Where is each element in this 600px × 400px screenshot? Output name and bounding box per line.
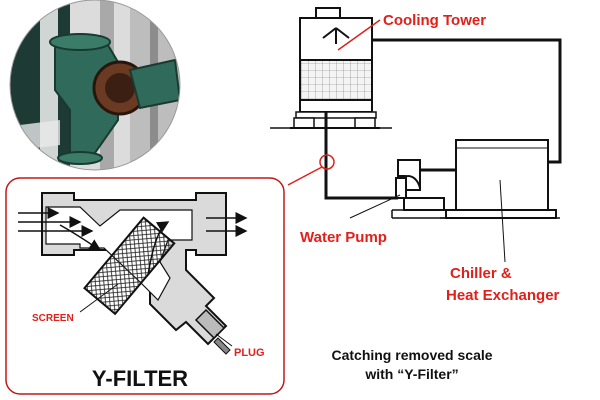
water-pump-label: Water Pump bbox=[300, 229, 387, 246]
cooling-tower bbox=[290, 7, 380, 129]
chiller-label-line2: Heat Exchanger bbox=[446, 287, 560, 304]
plug-label: PLUG bbox=[234, 347, 265, 359]
chiller-label-line1: Chiller & bbox=[450, 265, 512, 282]
cooling-tower-label: Cooling Tower bbox=[383, 12, 486, 29]
filter-location-marker bbox=[319, 154, 335, 170]
water-piping bbox=[324, 38, 562, 200]
installation-photo bbox=[10, 0, 180, 170]
cooling-tower-leader bbox=[337, 19, 381, 51]
caption-line-1: Catching removed scale bbox=[331, 347, 492, 363]
screen-label: SCREEN bbox=[32, 313, 74, 324]
filter-callout-line bbox=[287, 166, 323, 186]
y-filter-title: Y-FILTER bbox=[92, 366, 188, 391]
caption-line-2: with “Y-Filter” bbox=[364, 366, 458, 382]
chiller-leader bbox=[499, 179, 506, 263]
water-pump-leader bbox=[349, 194, 401, 219]
chiller-unit bbox=[440, 139, 560, 219]
y-filter-cutaway bbox=[18, 192, 248, 355]
